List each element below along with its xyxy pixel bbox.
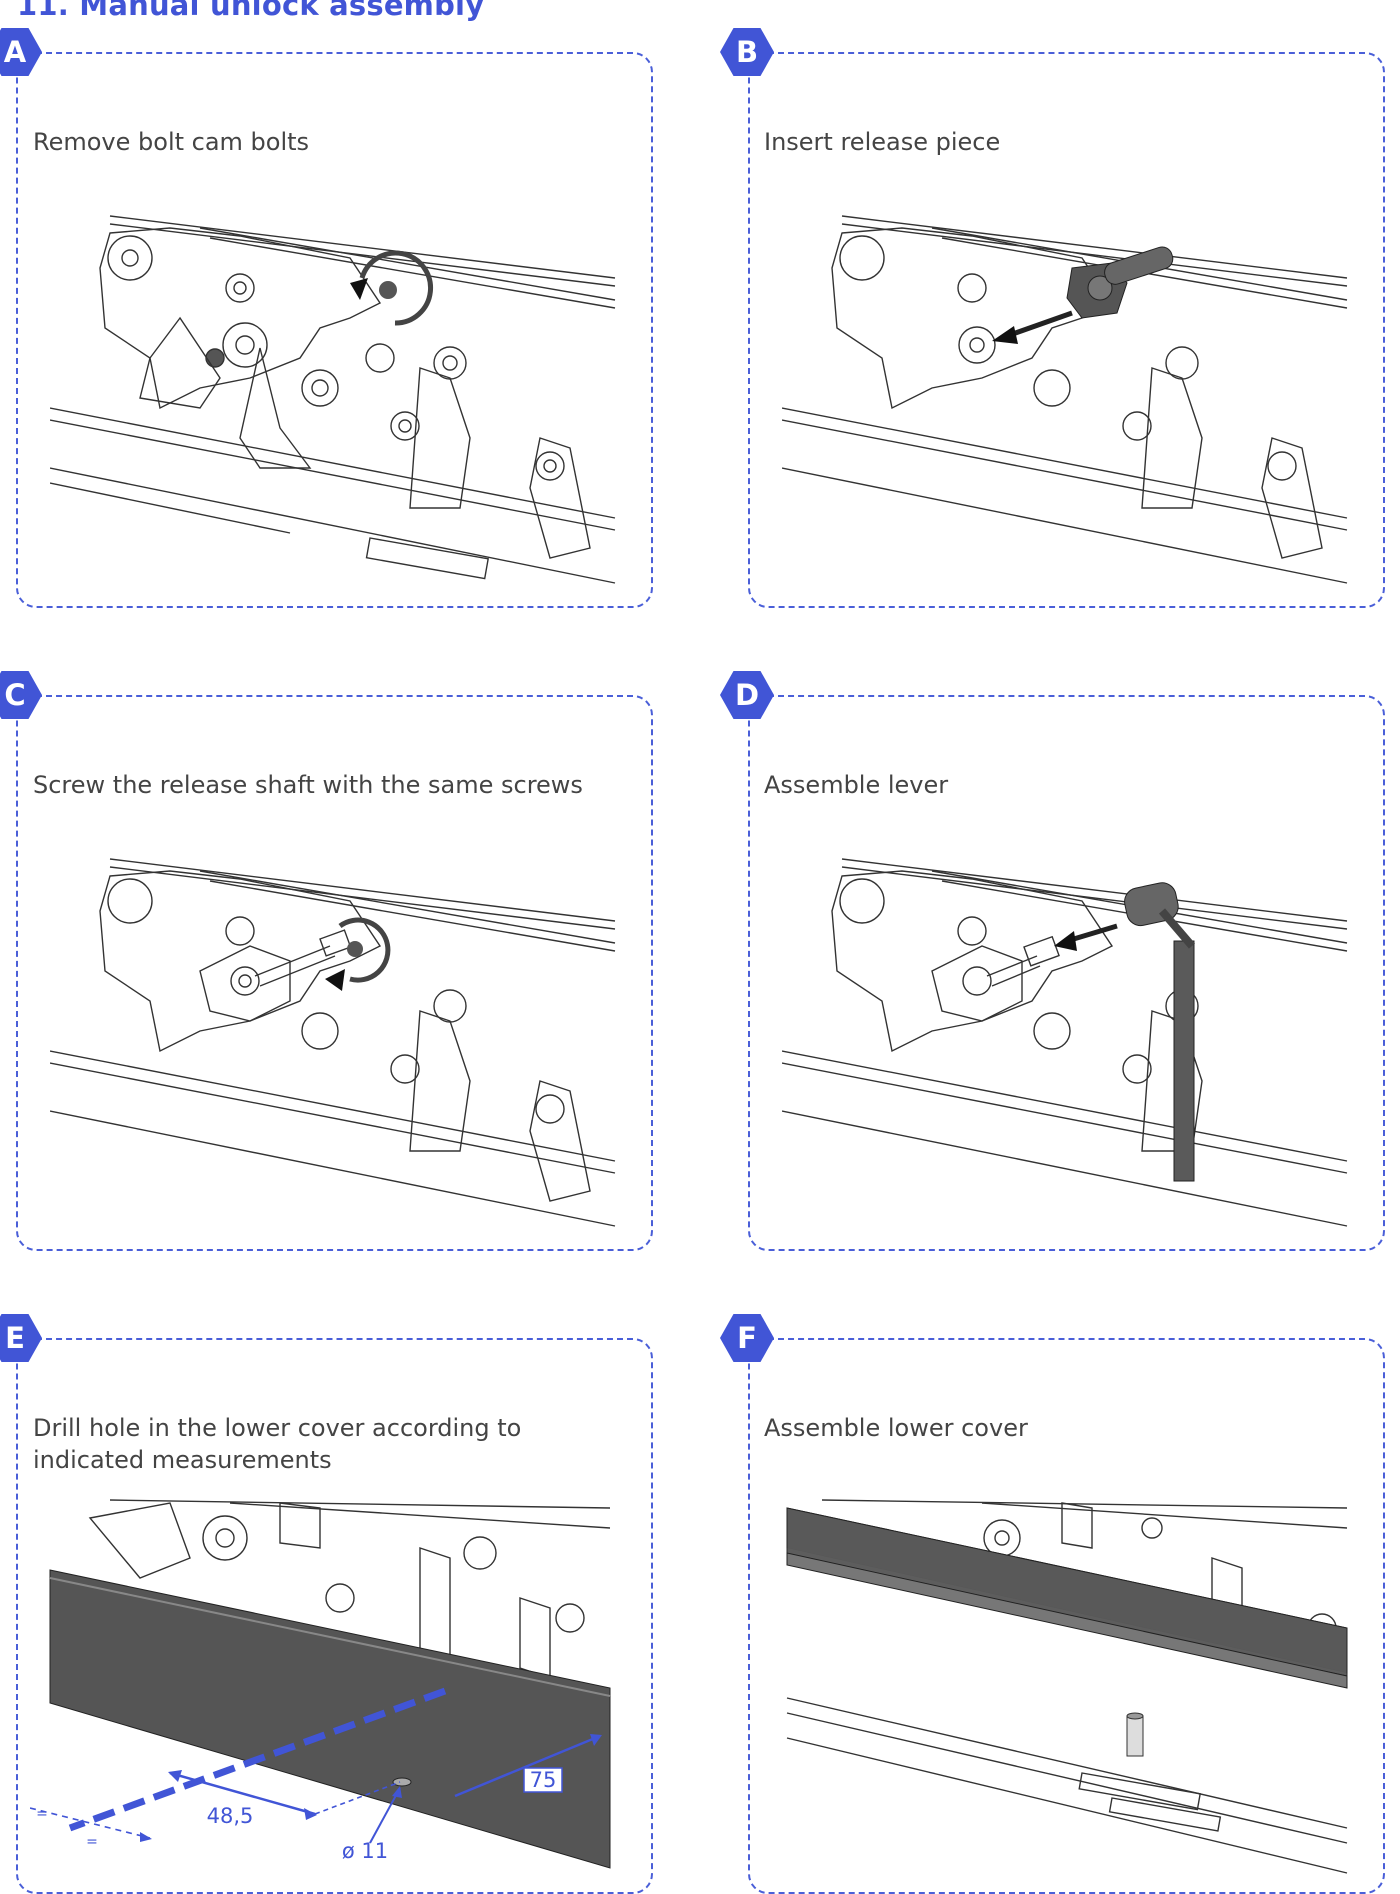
hexagon-badge-icon xyxy=(720,1314,774,1362)
dimension-equal-1: = xyxy=(36,1806,48,1822)
step-badge-b: B xyxy=(720,25,774,79)
hexagon-badge-icon xyxy=(0,28,42,76)
step-panel-a xyxy=(16,52,653,608)
rotation-arrow-icon xyxy=(359,250,433,326)
page-title: 11. Manual unlock assembly xyxy=(17,0,485,22)
step-text-d: Assemble lever xyxy=(764,771,949,799)
dimension-48-5: 48,5 xyxy=(207,1804,254,1828)
illustration-d xyxy=(782,858,1348,1227)
hexagon-badge-icon xyxy=(0,671,42,719)
step-text-f: Assemble lower cover xyxy=(764,1414,1028,1442)
dimension-75: 75 xyxy=(530,1768,557,1792)
hexagon-badge-icon xyxy=(0,1314,42,1362)
step-badge-a: A xyxy=(0,25,42,79)
illustration-f xyxy=(786,1499,1348,1874)
step-badge-c: C xyxy=(0,668,42,722)
step-badge-e: E xyxy=(0,1311,42,1365)
insert-arrow-icon xyxy=(1006,310,1073,339)
illustration-a xyxy=(50,215,616,584)
step-panel-c xyxy=(16,695,653,1251)
step-text-e: Drill hole in the lower cover according … xyxy=(33,1414,522,1474)
step-text-c: Screw the release shaft with the same sc… xyxy=(33,771,583,799)
step-panel-b xyxy=(748,52,1385,608)
step-text-b: Insert release piece xyxy=(764,128,1001,156)
dimension-equal-2: = xyxy=(86,1834,98,1850)
step-text-a: Remove bolt cam bolts xyxy=(33,128,310,156)
hexagon-badge-icon xyxy=(720,28,774,76)
step-badge-f: F xyxy=(720,1311,774,1365)
step-badge-d: D xyxy=(720,668,774,722)
illustration-e: 75 48,5 ø 11 = = xyxy=(30,1499,611,1869)
hexagon-badge-icon xyxy=(720,671,774,719)
illustration-b xyxy=(782,215,1348,584)
step-panel-d xyxy=(748,695,1385,1251)
illustration-c xyxy=(50,858,616,1227)
dimension-diameter: ø 11 xyxy=(342,1839,388,1863)
